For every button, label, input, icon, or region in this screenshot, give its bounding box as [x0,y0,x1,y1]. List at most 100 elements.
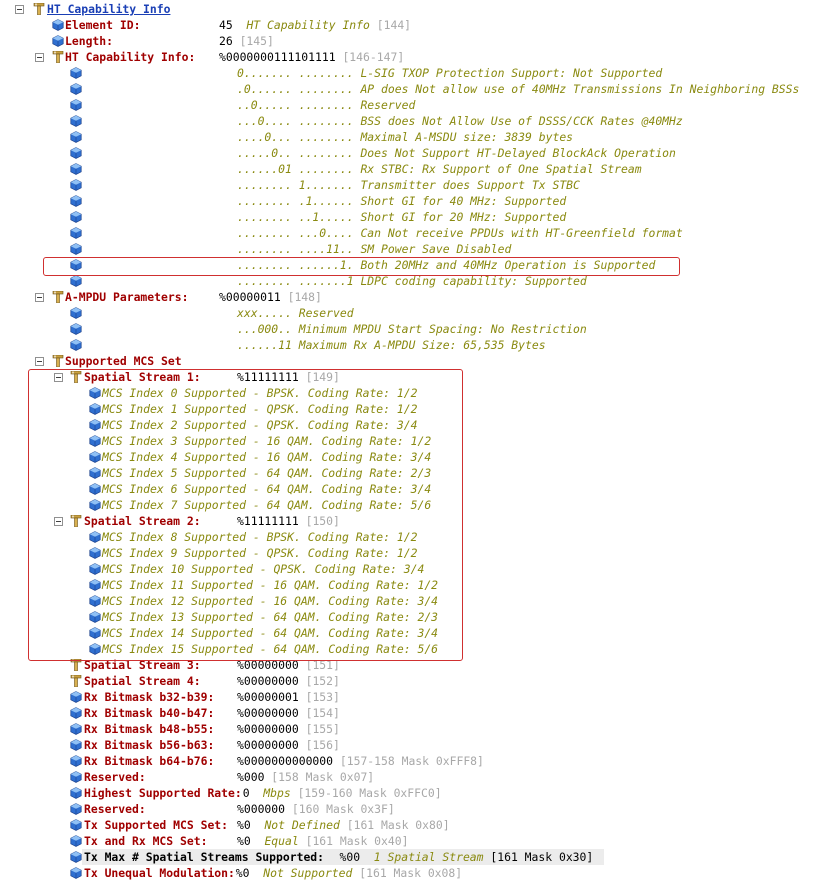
field-value: 26 [145] [219,33,274,49]
tree-row[interactable]: Rx Bitmask b64-b76:%0000000000000 [157-1… [0,753,828,769]
field-cube-icon [70,227,82,239]
bitfield-row[interactable]: ...0.... ........ BSS does Not Allow Use… [0,113,828,129]
tree-row[interactable]: Reserved:%000000 [160 Mask 0x3F] [0,801,828,817]
mcs-index-row[interactable]: MCS Index 9 Supported - QPSK. Coding Rat… [0,545,828,561]
tree-row[interactable]: Supported MCS Set [0,353,828,369]
tree-row[interactable]: Spatial Stream 4:%00000000 [152] [0,673,828,689]
bitfield-row[interactable]: 0....... ........ L-SIG TXOP Protection … [0,65,828,81]
tree-row[interactable]: Highest Supported Rate:0 Mbps [159-160 M… [0,785,828,801]
mcs-index-row[interactable]: MCS Index 12 Supported - 16 QAM. Coding … [0,593,828,609]
bitfield-row[interactable]: ........ .1...... Short GI for 40 MHz: S… [0,193,828,209]
field-value: 0 Mbps [159-160 Mask 0xFFC0] [243,785,442,801]
field-value: ....0... ........ Maximal A-MSDU size: 3… [237,129,573,145]
tree-row[interactable]: Reserved:%000 [158 Mask 0x07] [0,769,828,785]
field-cube-icon [70,259,82,271]
field-value: ........ ..1..... Short GI for 20 MHz: S… [237,209,566,225]
bitfield-row[interactable]: .0...... ........ AP does Not allow use … [0,81,828,97]
field-value: %00000011 [148] [219,289,322,305]
field-cube-icon [70,163,82,175]
tree-row[interactable]: Rx Bitmask b48-b55:%00000000 [155] [0,721,828,737]
collapse-toggle-icon[interactable] [54,373,63,382]
mcs-index-row[interactable]: MCS Index 1 Supported - QPSK. Coding Rat… [0,401,828,417]
tree-row[interactable]: Rx Bitmask b32-b39:%00000001 [153] [0,689,828,705]
mcs-index-row[interactable]: MCS Index 7 Supported - 64 QAM. Coding R… [0,497,828,513]
bitfield-row[interactable]: ......11 Maximum Rx A-MPDU Size: 65,535 … [0,337,828,353]
field-value: %11111111 [149] [237,369,340,385]
field-cube-icon [70,803,82,815]
field-value: .....0.. ........ Does Not Support HT-De… [237,145,676,161]
tree-row[interactable]: HT Capability Info:%0000000111101111 [14… [0,49,828,65]
bitfield-row[interactable]: ........ ...0.... Can Not receive PPDUs … [0,225,828,241]
field-cube-icon [89,643,101,655]
field-decoded-value: Equal [264,834,299,848]
field-cube-icon [89,611,101,623]
mcs-index-row[interactable]: MCS Index 4 Supported - 16 QAM. Coding R… [0,449,828,465]
field-value: %000000 [160 Mask 0x3F] [237,801,395,817]
field-byte-offset: [161 Mask 0x40] [305,834,409,848]
field-raw-value: 45 [219,18,233,32]
field-label: MCS Index 1 Supported - QPSK. Coding Rat… [102,402,418,416]
mcs-index-row[interactable]: MCS Index 10 Supported - QPSK. Coding Ra… [0,561,828,577]
field-value: %00 1 Spatial Stream [161 Mask 0x30] [340,849,594,865]
field-cube-icon [70,83,82,95]
tree-row[interactable]: HT Capability Info [0,1,828,17]
tree-row[interactable]: Tx and Rx MCS Set:%0 Equal [161 Mask 0x4… [0,833,828,849]
tree-row[interactable]: Length:26 [145] [0,33,828,49]
mcs-index-row[interactable]: MCS Index 2 Supported - QPSK. Coding Rat… [0,417,828,433]
bitfield-row[interactable]: ......01 ........ Rx STBC: Rx Support of… [0,161,828,177]
mcs-index-row[interactable]: MCS Index 5 Supported - 64 QAM. Coding R… [0,465,828,481]
bitfield-row[interactable]: ..0..... ........ Reserved [0,97,828,113]
field-decoded-value: ...0.... ........ BSS does Not Allow Use… [237,114,683,128]
bitfield-row[interactable]: ....0... ........ Maximal A-MSDU size: 3… [0,129,828,145]
field-value: %0 Not Defined [161 Mask 0x80] [237,817,450,833]
collapse-toggle-icon[interactable] [54,517,63,526]
bitfield-row[interactable]: ...000.. Minimum MPDU Start Spacing: No … [0,321,828,337]
tree-row[interactable]: Spatial Stream 1:%11111111 [149] [0,369,828,385]
tree-row[interactable]: Tx Max # Spatial Streams Supported:%00 1… [0,849,828,865]
bitfield-row[interactable]: ........ ....11.. SM Power Save Disabled [0,241,828,257]
mcs-index-row[interactable]: MCS Index 8 Supported - BPSK. Coding Rat… [0,529,828,545]
field-decoded-value: ..0..... ........ Reserved [237,98,416,112]
section-title-link[interactable]: HT Capability Info [47,2,171,16]
field-label: Highest Supported Rate: [84,786,242,800]
collapse-toggle-icon[interactable] [35,357,44,366]
mcs-index-row[interactable]: MCS Index 0 Supported - BPSK. Coding Rat… [0,385,828,401]
field-label: Tx Supported MCS Set: [84,818,229,832]
field-cube-icon [89,467,101,479]
field-label: HT Capability Info: [65,50,196,64]
bitfield-row[interactable]: xxx..... Reserved [0,305,828,321]
mcs-index-row[interactable]: MCS Index 3 Supported - 16 QAM. Coding R… [0,433,828,449]
field-cube-icon [70,243,82,255]
tree-row[interactable]: Tx Supported MCS Set: %0 Not Defined [161… [0,817,828,833]
collapse-toggle-icon[interactable] [35,53,44,62]
tree-row[interactable]: A-MPDU Parameters:%00000011 [148] [0,289,828,305]
bitfield-row[interactable]: ........ .......1 LDPC coding capability… [0,273,828,289]
tree-row[interactable]: Spatial Stream 3:%00000000 [151] [0,657,828,673]
field-value: ........ .1...... Short GI for 40 MHz: S… [237,193,566,209]
bitfield-row[interactable]: ........ ......1. Both 20MHz and 40MHz O… [0,257,828,273]
mcs-index-row[interactable]: MCS Index 6 Supported - 64 QAM. Coding R… [0,481,828,497]
field-byte-offset: [155] [305,722,340,736]
tree-row[interactable]: Element ID:45 HT Capability Info [144] [0,17,828,33]
tree-row[interactable]: Spatial Stream 2:%11111111 [150] [0,513,828,529]
field-cube-icon [70,131,82,143]
bitfield-row[interactable]: ........ 1....... Transmitter does Suppo… [0,177,828,193]
collapse-toggle-icon[interactable] [15,5,24,14]
field-label: Element ID: [65,18,141,32]
bitfield-row[interactable]: ........ ..1..... Short GI for 20 MHz: S… [0,209,828,225]
field-cube-icon [89,387,101,399]
collapse-toggle-icon[interactable] [35,293,44,302]
mcs-index-row[interactable]: MCS Index 15 Supported - 64 QAM. Coding … [0,641,828,657]
field-cube-icon [70,851,82,863]
tree-row[interactable]: Rx Bitmask b56-b63:%00000000 [156] [0,737,828,753]
field-byte-offset: [154] [305,706,340,720]
mcs-index-row[interactable]: MCS Index 14 Supported - 64 QAM. Coding … [0,625,828,641]
mcs-index-row[interactable]: MCS Index 11 Supported - 16 QAM. Coding … [0,577,828,593]
tree-row[interactable]: Tx Unequal Modulation:%0 Not Supported [… [0,865,828,881]
tree-row[interactable]: Rx Bitmask b40-b47:%00000000 [154] [0,705,828,721]
field-byte-offset: [151] [305,658,340,672]
field-byte-offset: [153] [305,690,340,704]
bitfield-row[interactable]: .....0.. ........ Does Not Support HT-De… [0,145,828,161]
field-cube-icon [89,419,101,431]
mcs-index-row[interactable]: MCS Index 13 Supported - 64 QAM. Coding … [0,609,828,625]
